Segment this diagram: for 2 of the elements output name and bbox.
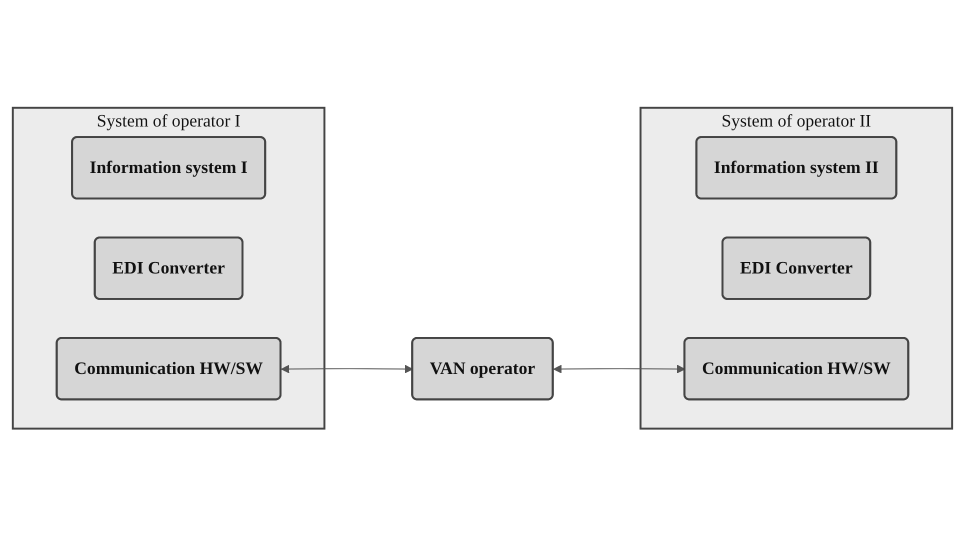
arrow — [281, 364, 414, 374]
arrow — [553, 364, 686, 374]
